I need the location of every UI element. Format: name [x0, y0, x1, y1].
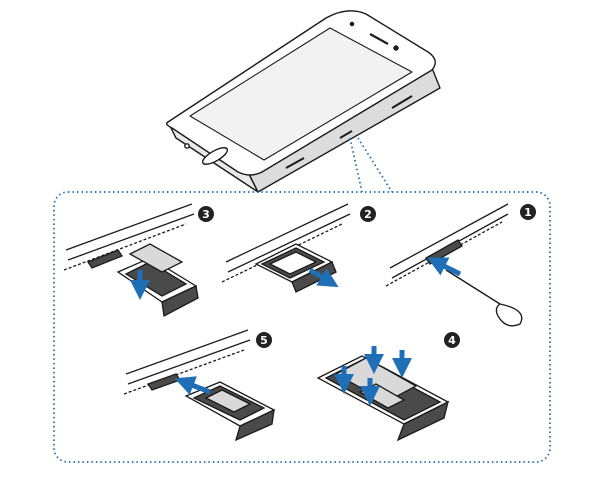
ejection-pin-icon — [445, 269, 523, 327]
step-2-panel — [221, 203, 351, 293]
step-5-badge: 5 — [256, 332, 272, 348]
insert-pin-arrow — [427, 257, 462, 277]
sim-card-icon — [128, 243, 184, 273]
detail-frame — [53, 191, 551, 463]
step-2-badge: 2 — [360, 206, 376, 222]
step-2-number: 2 — [364, 208, 372, 221]
insert-tray-arrow — [174, 376, 211, 395]
sim-tray-icon — [184, 381, 276, 442]
callout-lines — [349, 137, 393, 193]
step-3-badge: 3 — [198, 206, 214, 222]
smartphone-icon — [165, 10, 441, 193]
step-5-panel — [123, 329, 276, 442]
step-4-badge: 4 — [444, 332, 460, 348]
step-1-badge: 1 — [520, 204, 536, 220]
step-5-number: 5 — [260, 334, 268, 347]
step-1-panel — [385, 203, 523, 327]
pull-tray-arrow — [308, 267, 339, 288]
step-3-number: 3 — [202, 208, 210, 221]
sim-tray-icon — [254, 243, 337, 293]
step-4-panel — [316, 346, 450, 442]
step-4-number: 4 — [448, 334, 456, 347]
step-3-panel — [63, 203, 199, 318]
step-1-number: 1 — [524, 206, 532, 219]
